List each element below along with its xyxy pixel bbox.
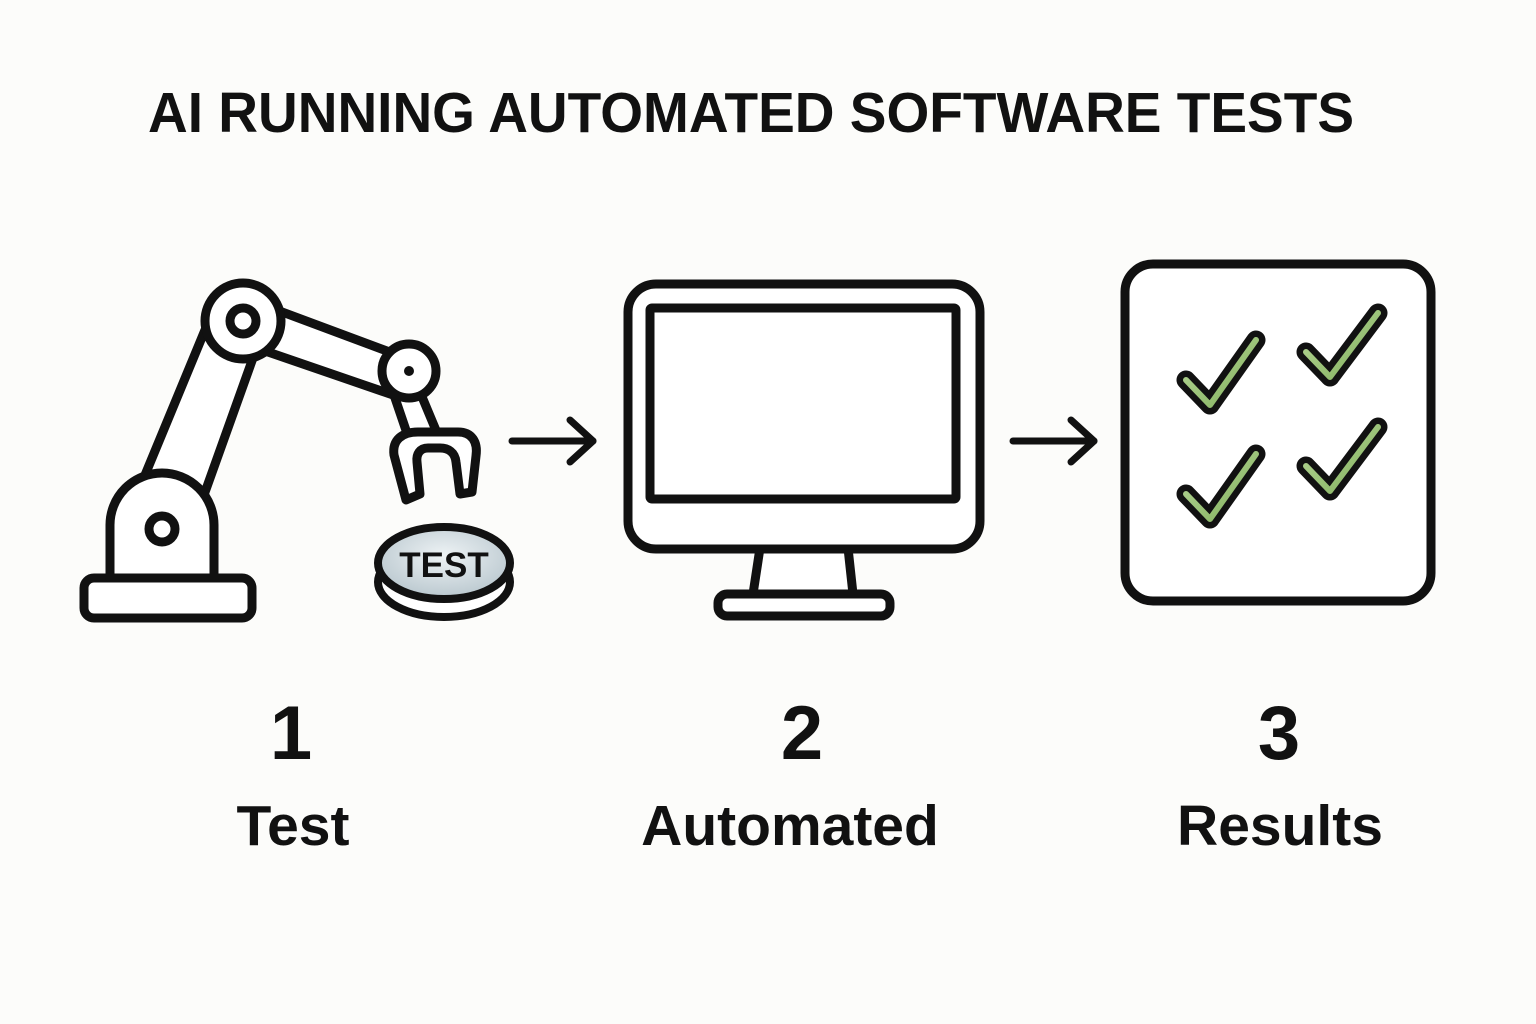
test-badge: TEST	[374, 523, 514, 621]
checklist-icon	[1120, 259, 1436, 606]
step-2-number: 2	[780, 691, 824, 776]
diagram-title: AI RUNNING AUTOMATED SOFTWARE TESTS	[148, 81, 1355, 145]
arrow-right-icon	[508, 416, 597, 466]
robot-shoulder-joint-inner	[225, 303, 261, 339]
monitor-icon	[623, 279, 985, 621]
robot-gripper	[389, 427, 481, 505]
monitor-stand-base	[713, 589, 895, 621]
robot-arm-icon	[79, 278, 481, 623]
check-icon	[1296, 303, 1388, 387]
step-1-label: Test	[236, 794, 350, 858]
step-1-number: 1	[269, 691, 313, 776]
monitor-screen	[645, 303, 961, 504]
robot-base-joint	[144, 511, 180, 547]
arrow-right-icon	[1009, 416, 1098, 466]
check-icon	[1296, 417, 1388, 501]
step-3-label: Results	[1177, 794, 1383, 858]
robot-base-plate	[79, 573, 257, 623]
monitor-stand-neck	[748, 547, 858, 599]
test-badge-text: TEST	[399, 546, 488, 585]
step-2-label: Automated	[641, 794, 939, 858]
step-3-number: 3	[1257, 691, 1301, 776]
check-icon	[1176, 444, 1266, 529]
check-icon	[1176, 330, 1266, 415]
